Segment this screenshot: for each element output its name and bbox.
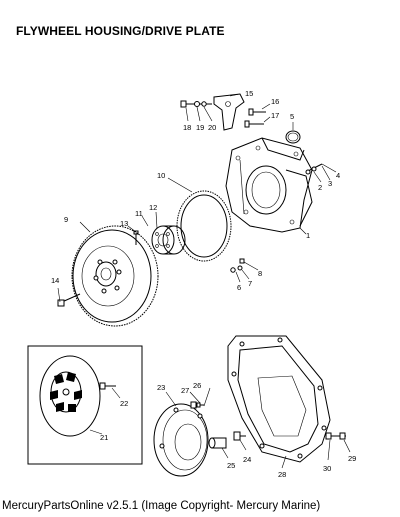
bracket-assembly	[180, 93, 266, 131]
diagram-title: FLYWHEEL HOUSING/DRIVE PLATE	[16, 24, 225, 38]
callout-28: 28	[278, 470, 286, 479]
callout-30: 30	[323, 464, 331, 473]
fitting	[208, 437, 227, 449]
o-ring	[285, 130, 301, 144]
callout-11: 11	[135, 209, 143, 218]
leader-lines	[57, 93, 351, 469]
callout-21: 21	[100, 433, 108, 442]
callout-2: 2	[318, 183, 322, 192]
callout-20: 20	[208, 123, 216, 132]
callout-26: 26	[193, 381, 201, 390]
callout-18: 18	[183, 123, 191, 132]
bell-housing	[227, 335, 331, 463]
callout-5: 5	[290, 112, 294, 121]
callout-6: 6	[237, 283, 241, 292]
cover-plate	[153, 403, 209, 477]
callout-23: 23	[157, 383, 165, 392]
callout-15: 15	[245, 89, 253, 98]
callout-14: 14	[51, 276, 59, 285]
callout-12: 12	[149, 203, 157, 212]
ring-gear	[176, 190, 232, 262]
callout-25: 25	[227, 461, 235, 470]
callout-17: 17	[271, 111, 279, 120]
flywheel-housing	[225, 137, 313, 233]
callout-13: 13	[120, 219, 128, 228]
callout-27: 27	[181, 386, 189, 395]
callout-4: 4	[336, 171, 340, 180]
callout-19: 19	[196, 123, 204, 132]
callout-labels: 1 2 3 4 5 6 7 8 9 10 11 12 13 14 15 16 1…	[51, 89, 356, 479]
callout-3: 3	[328, 179, 332, 188]
drive-plate	[39, 355, 101, 437]
callout-10: 10	[157, 171, 165, 180]
flywheel	[71, 225, 159, 327]
inset-drive-plate-box	[27, 345, 143, 465]
callout-16: 16	[271, 97, 279, 106]
callout-22: 22	[120, 399, 128, 408]
callout-29: 29	[348, 454, 356, 463]
adapter-hub	[151, 225, 186, 255]
image-copyright-caption: MercuryPartsOnline v2.5.1 (Image Copyrig…	[2, 500, 321, 512]
callout-24: 24	[243, 455, 251, 464]
callout-1: 1	[306, 231, 310, 240]
callout-9: 9	[64, 215, 68, 224]
callout-7: 7	[248, 279, 252, 288]
callout-8: 8	[258, 269, 262, 278]
